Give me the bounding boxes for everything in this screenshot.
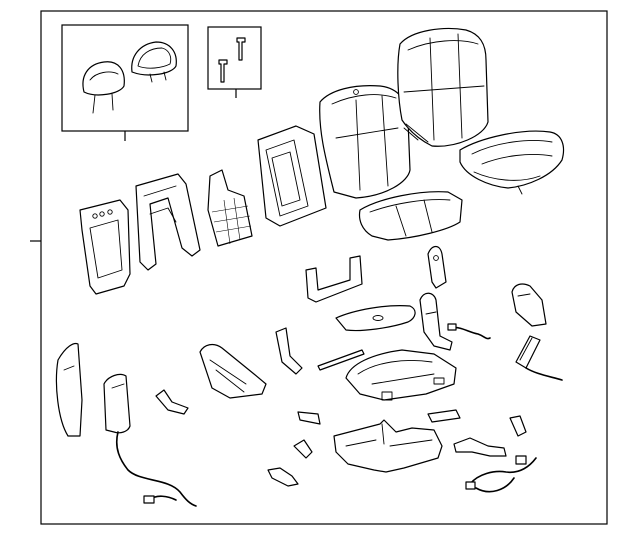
seat-cushion-cover: [459, 130, 565, 195]
retainer-clip-left: [155, 389, 189, 415]
seat-switch-module: [515, 335, 563, 381]
trim-bracket-small: [275, 327, 303, 375]
bracket-piece-b: [293, 439, 313, 459]
seatback-rear-panel: [79, 199, 131, 295]
headrest-rear: [131, 41, 177, 83]
seat-adjuster-cover: [199, 343, 267, 399]
clip-right-a: [427, 409, 461, 423]
seat-cushion-frame: [345, 349, 457, 401]
headrest-guide-group: [207, 26, 262, 98]
seat-wiring-harness: [465, 455, 537, 493]
guide-callout-box: [207, 26, 262, 90]
switch-harness: [447, 323, 491, 340]
side-airbag-module: [103, 373, 197, 507]
side-shield-right: [511, 283, 547, 327]
seat-cushion-pad: [358, 191, 463, 241]
bracket-piece-a: [297, 411, 321, 425]
torsion-rod: [317, 349, 365, 371]
seat-pan-plate: [335, 305, 416, 332]
guide-pin-left: [218, 59, 228, 83]
seat-pan-bracket: [305, 255, 363, 303]
seatback-cushion: [319, 85, 411, 199]
recliner-bracket: [419, 292, 453, 351]
headrest-front: [82, 61, 125, 114]
side-bracket-upper: [427, 245, 447, 289]
adjuster-link: [453, 437, 507, 457]
bracket-piece-c: [267, 467, 299, 487]
seatback-pad: [257, 125, 327, 227]
diagram-border: [40, 10, 608, 525]
lumbar-support-panel: [207, 169, 253, 247]
seatback-frame: [135, 173, 201, 271]
side-trim-left: [55, 342, 83, 437]
headrest-callout-box: [61, 24, 189, 132]
guide-pin-right: [236, 37, 246, 61]
seatback-cover: [397, 27, 489, 147]
seat-adjuster-track: [333, 419, 443, 473]
headrest-group: [61, 24, 189, 141]
clip-right-b: [509, 415, 527, 437]
